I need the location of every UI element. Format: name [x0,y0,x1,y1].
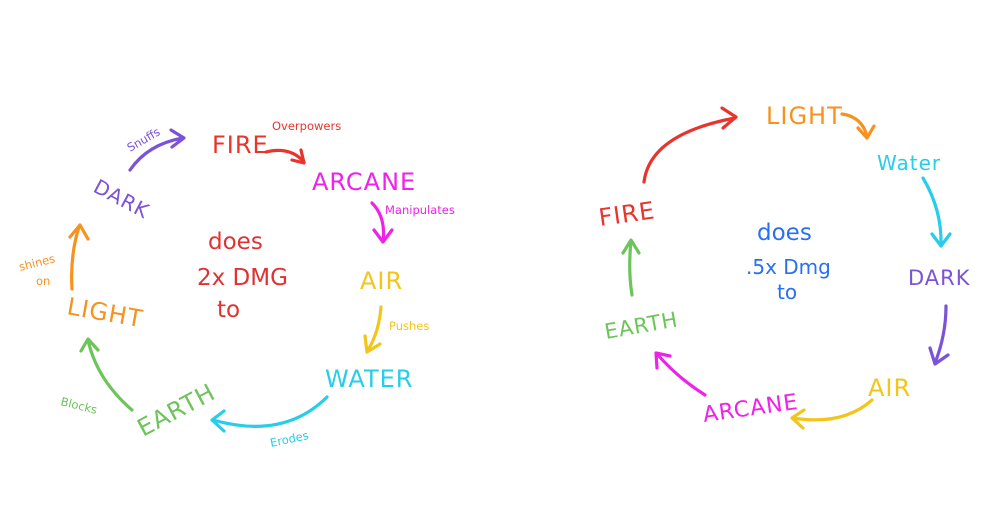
arrow-air-to-arcane [790,398,874,430]
weak-node-earth: EARTH [603,307,680,344]
weak-node-dark: DARK [908,266,971,290]
arrow-light-to-water [840,112,876,140]
verb-erodes: Erodes [269,428,310,450]
arrow-water-to-earth [210,395,329,433]
verb-pushes: Pushes [389,319,429,333]
strong-node-air: AIR [360,267,403,295]
weak-center-line2: .5x Dmg [746,255,831,279]
arrow-light-to-dark [68,223,90,291]
strong-node-dark: DARK [90,174,154,223]
weak-node-water: Water [877,151,941,175]
verb-on: on [36,274,50,288]
strong-node-fire: FIRE [212,131,269,159]
arrow-fire-to-light [642,106,738,184]
verb-manipulates: Manipulates [385,203,455,217]
weak-node-fire: FIRE [597,196,657,232]
weak-node-arcane: ARCANE [701,390,800,428]
arrow-earth-to-light [79,337,134,412]
weak-node-light: LIGHT [766,102,843,130]
arrow-water-to-dark [921,176,952,248]
weak-center-line1: does [757,220,812,246]
strong-node-light: LIGHT [65,292,145,333]
strong-node-arcane: ARCANE [312,168,416,196]
strong-center-line1: does [208,229,263,255]
arrow-arcane-to-air [370,201,394,244]
verb-shines: shines [17,251,56,273]
arrow-fire-to-arcane [264,148,306,165]
arrow-air-to-water [363,305,383,354]
arrow-dark-to-fire [128,128,186,172]
arrow-earth-to-fire [621,238,641,297]
strong-center-line2: 2x DMG [197,265,288,291]
weak-center-line3: to [777,280,797,304]
verb-blocks: Blocks [59,394,98,417]
arrow-dark-to-air [928,304,950,366]
verb-overpowers: Overpowers [272,119,341,133]
strong-node-earth: EARTH [133,378,221,442]
strong-node-water: WATER [325,365,413,393]
strong-center-line3: to [217,297,240,323]
weak-node-air: AIR [868,374,911,402]
verb-snuffs: Snuffs [125,125,163,155]
arrow-arcane-to-earth [654,351,707,397]
